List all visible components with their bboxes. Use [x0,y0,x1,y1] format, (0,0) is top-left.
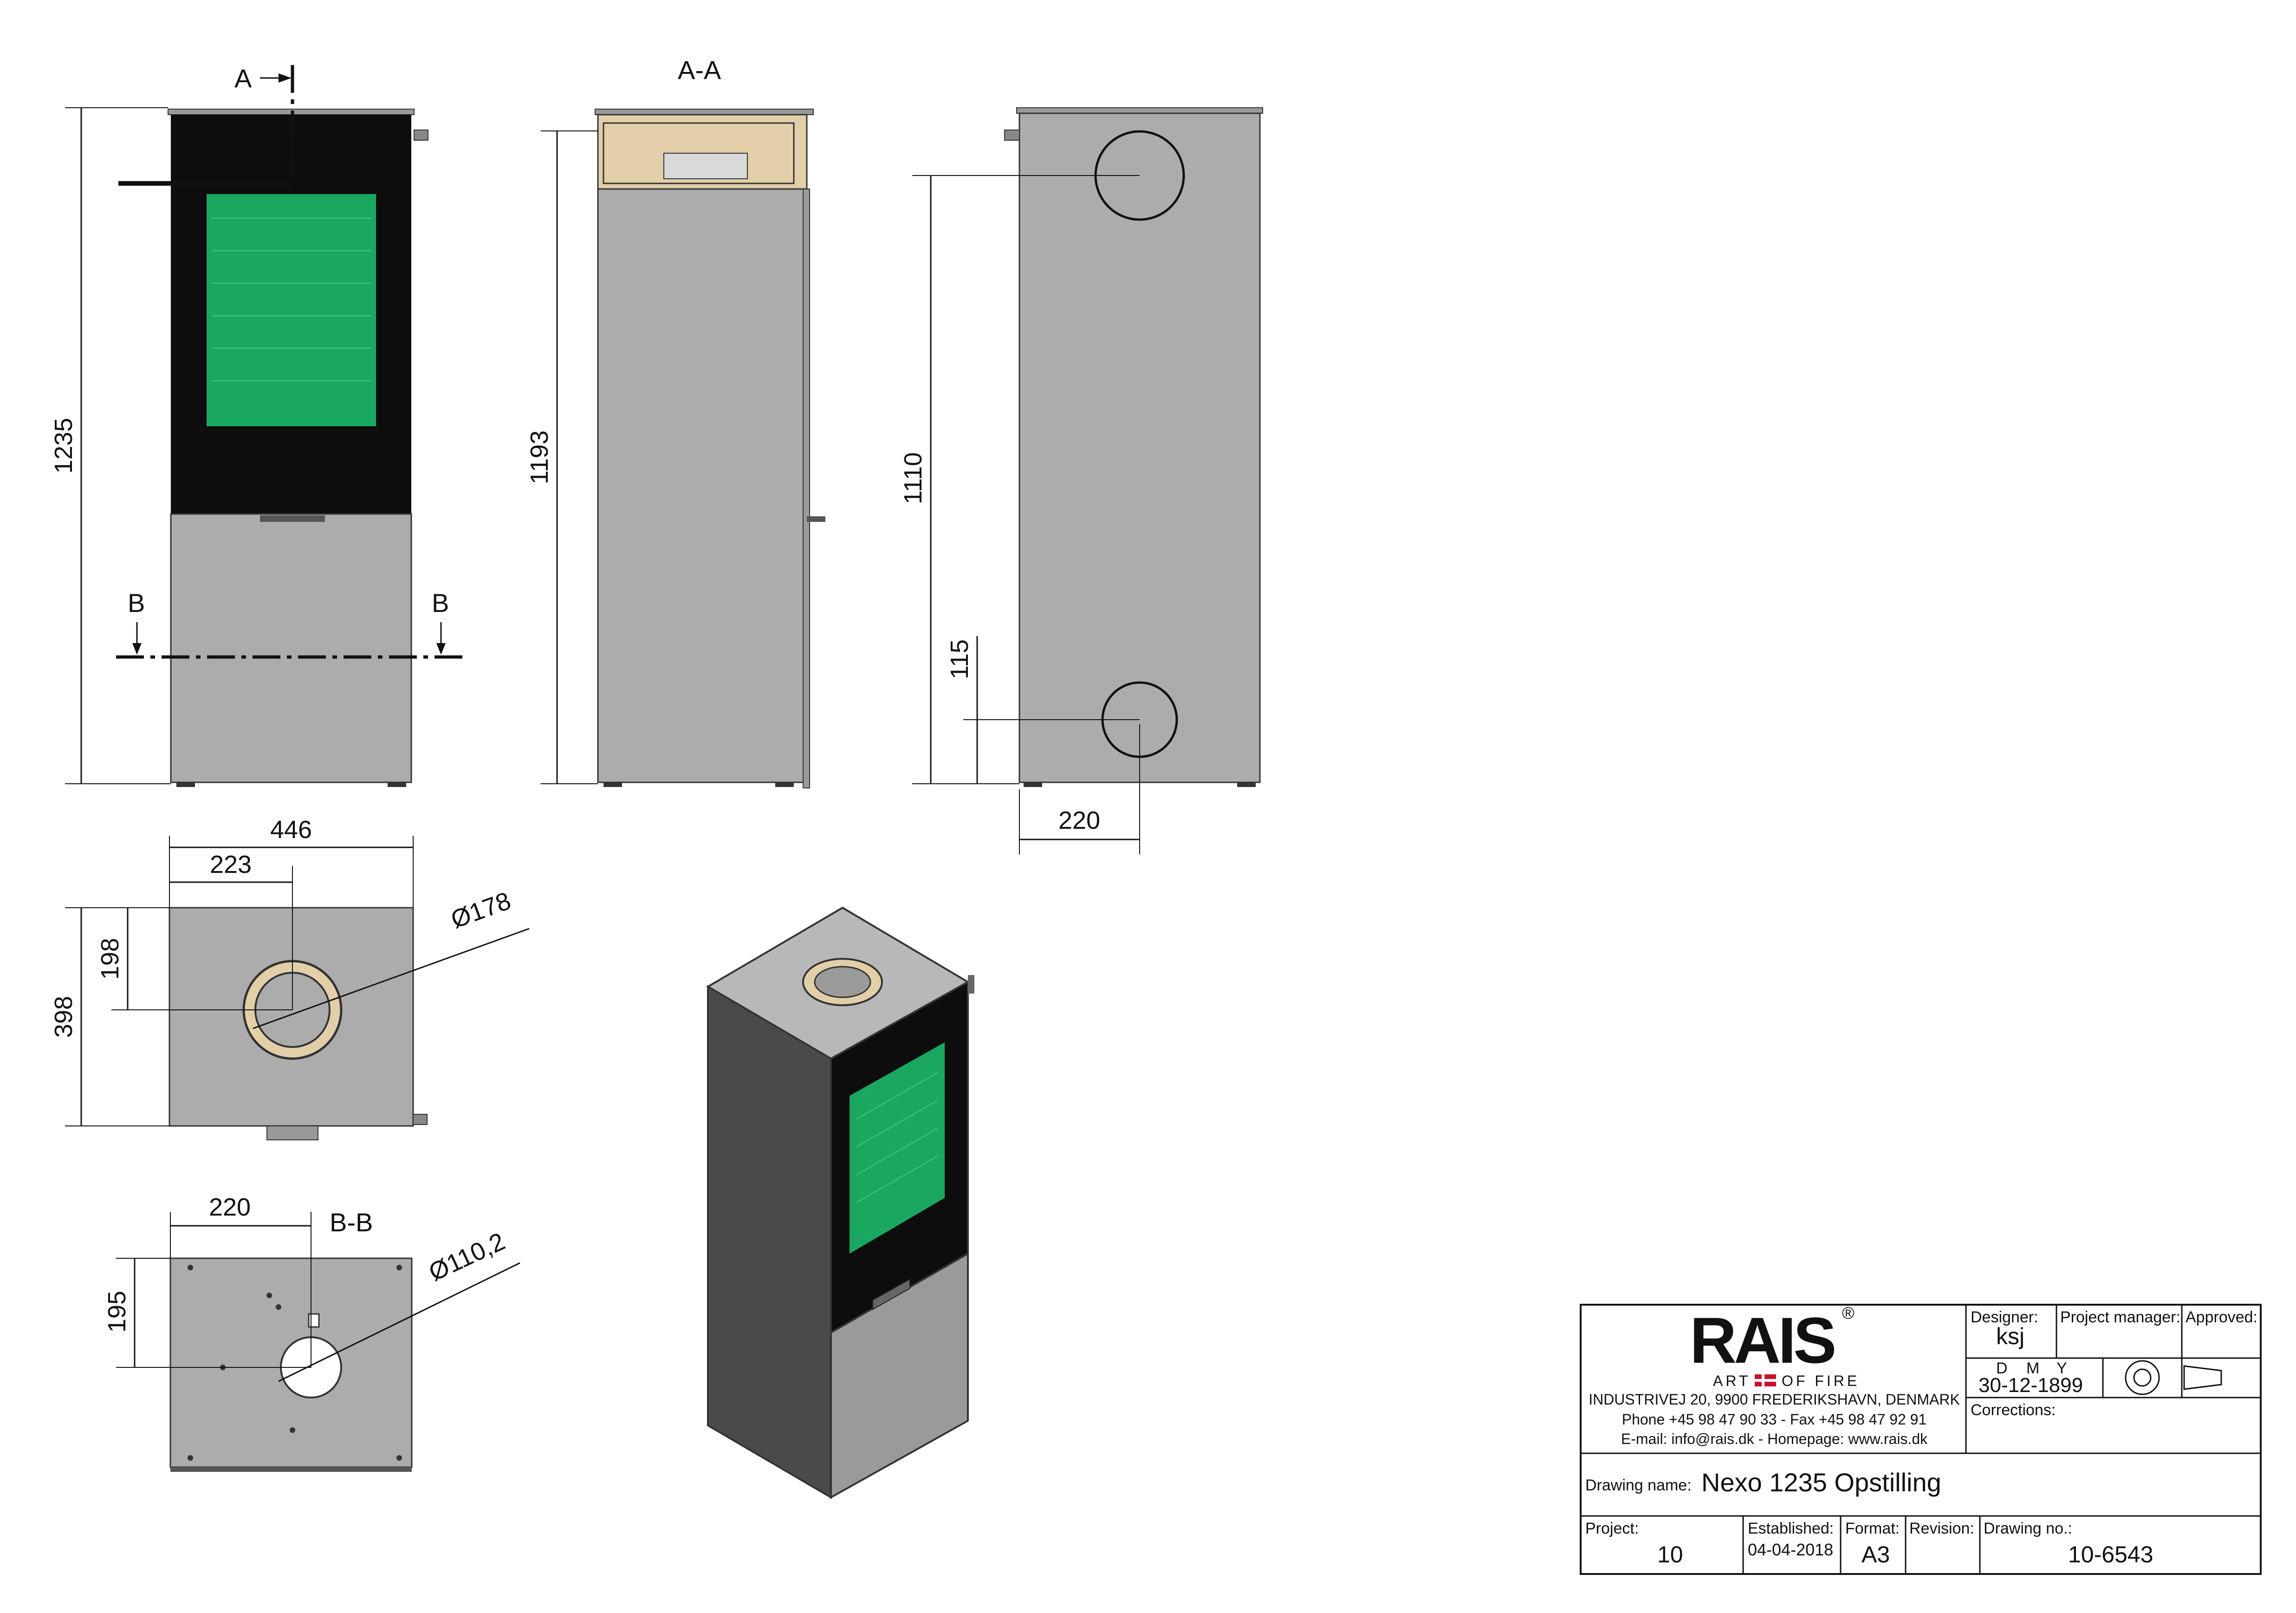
aa-door-edge [803,189,810,788]
door-handle [260,515,325,522]
rear-foot [1237,782,1256,787]
rear-top-plate [1016,107,1263,114]
aa-baffle [663,153,748,179]
section-bb-title: B-B [330,1208,373,1237]
tb-project-value: 10 [1657,1541,1683,1567]
tb-project-manager-label: Project manager: [2060,1308,2180,1326]
tb-designer-label: Designer: [1971,1308,2038,1326]
iso-flue-opening [814,966,871,998]
dim-178: Ø178 [448,887,515,934]
tb-established-label: Established: [1748,1520,1834,1537]
tb-date-m: M [2026,1359,2039,1377]
arrow-head-icon [279,73,292,83]
rear-view: 1110 115 220 [899,107,1263,854]
tb-email: E-mail: info@rais.dk - Homepage: www.rai… [1621,1431,1928,1447]
dim-220-rear: 220 [1058,806,1100,834]
iso-side-connector [968,975,974,994]
tb-date-value: 30-12-1899 [1978,1374,2083,1397]
aa-firebox-detail [603,122,795,184]
dim-398: 398 [50,996,78,1038]
title-block: RAIS ® ART OF FIRE INDUSTRIVEJ 20, 9900 … [1580,1303,2262,1575]
dim-115: 115 [946,639,973,679]
arrow-head-icon [132,643,142,655]
title-block-frame [1580,1304,2262,1575]
aa-handle [807,516,825,522]
projection-symbol-icon [2125,1360,2222,1395]
tb-revision-label: Revision: [1909,1520,1974,1537]
dim-1193: 1193 [525,430,553,484]
tb-date-y: Y [2056,1359,2067,1377]
tb-approved-label: Approved: [2186,1308,2257,1326]
tb-phone: Phone +45 98 47 90 33 - Fax +45 98 47 92… [1622,1411,1927,1428]
tb-date-d: D [1996,1359,2008,1377]
bb-bottom-edge [170,1467,412,1472]
dim-1110: 1110 [899,452,927,504]
tb-format-label: Format: [1845,1520,1900,1537]
section-label-b-left: B [128,588,145,618]
aa-foot [775,782,794,787]
tb-drawing-no-value: 10-6543 [2068,1541,2153,1567]
danish-flag-icon [1755,1374,1776,1386]
dim-220-bb: 220 [209,1193,251,1221]
tb-drawing-no-label: Drawing no.: [1984,1520,2072,1537]
rais-logo-reg: ® [1842,1303,1855,1322]
front-foot-right [388,782,406,787]
section-bb-view: B-B 220 195 Ø110,2 [103,1193,520,1472]
dim-223: 223 [210,851,252,878]
arrow-head-icon [436,643,446,655]
section-aa-view: A-A 1193 [525,55,825,788]
tagline-right: OF FIRE [1782,1372,1860,1389]
dim-110-2: Ø110,2 [425,1227,509,1287]
dim-leader-178 [253,928,530,1029]
iso-glass [850,1042,945,1254]
front-glass [207,194,376,426]
tb-corrections-label: Corrections: [1971,1401,2056,1419]
rear-side-connector [1004,130,1020,141]
tb-format-value: A3 [1861,1541,1890,1567]
aa-foot [603,782,622,787]
side-connector [414,130,428,141]
tagline-left: ART [1713,1372,1751,1389]
tb-drawing-name-value: Nexo 1235 Opstilling [1701,1468,1941,1497]
dim-leader-110 [278,1262,520,1382]
front-view: A B B 1235 [50,64,464,787]
section-label-b-right: B [432,588,449,618]
front-lower-body [170,513,412,783]
rais-logo: RAIS [1690,1304,1834,1377]
iso-handle [872,1278,910,1310]
tb-established-value: 04-04-2018 [1748,1540,1833,1559]
iso-left-side [707,985,832,1499]
section-aa-title: A-A [678,55,721,85]
dim-195: 195 [103,1291,131,1333]
front-foot-left [176,782,195,787]
aa-body [597,188,808,783]
dim-198: 198 [96,938,124,980]
rear-body [1018,112,1261,783]
tb-project-label: Project: [1585,1520,1639,1537]
section-label-a: A [234,64,252,93]
glass-reflection-lines [211,217,371,382]
dim-1235: 1235 [50,418,78,474]
top-view: 446 223 398 198 Ø178 [50,816,530,1140]
iso-lower-front [830,1252,969,1499]
tb-drawing-name-label: Drawing name: [1585,1476,1692,1494]
top-connector [413,1114,428,1125]
tb-address: INDUSTRIVEJ 20, 9900 FREDERIKSHAVN, DENM… [1589,1391,1960,1408]
dim-446: 446 [270,816,312,844]
tb-designer-value: ksj [1996,1323,2024,1349]
isometric-view [706,906,974,1499]
iso-glass-lines [856,1072,938,1203]
aa-top-plate [595,109,814,115]
rear-foot [1024,782,1042,787]
top-bracket [266,1125,318,1140]
bb-detail [308,1313,320,1328]
